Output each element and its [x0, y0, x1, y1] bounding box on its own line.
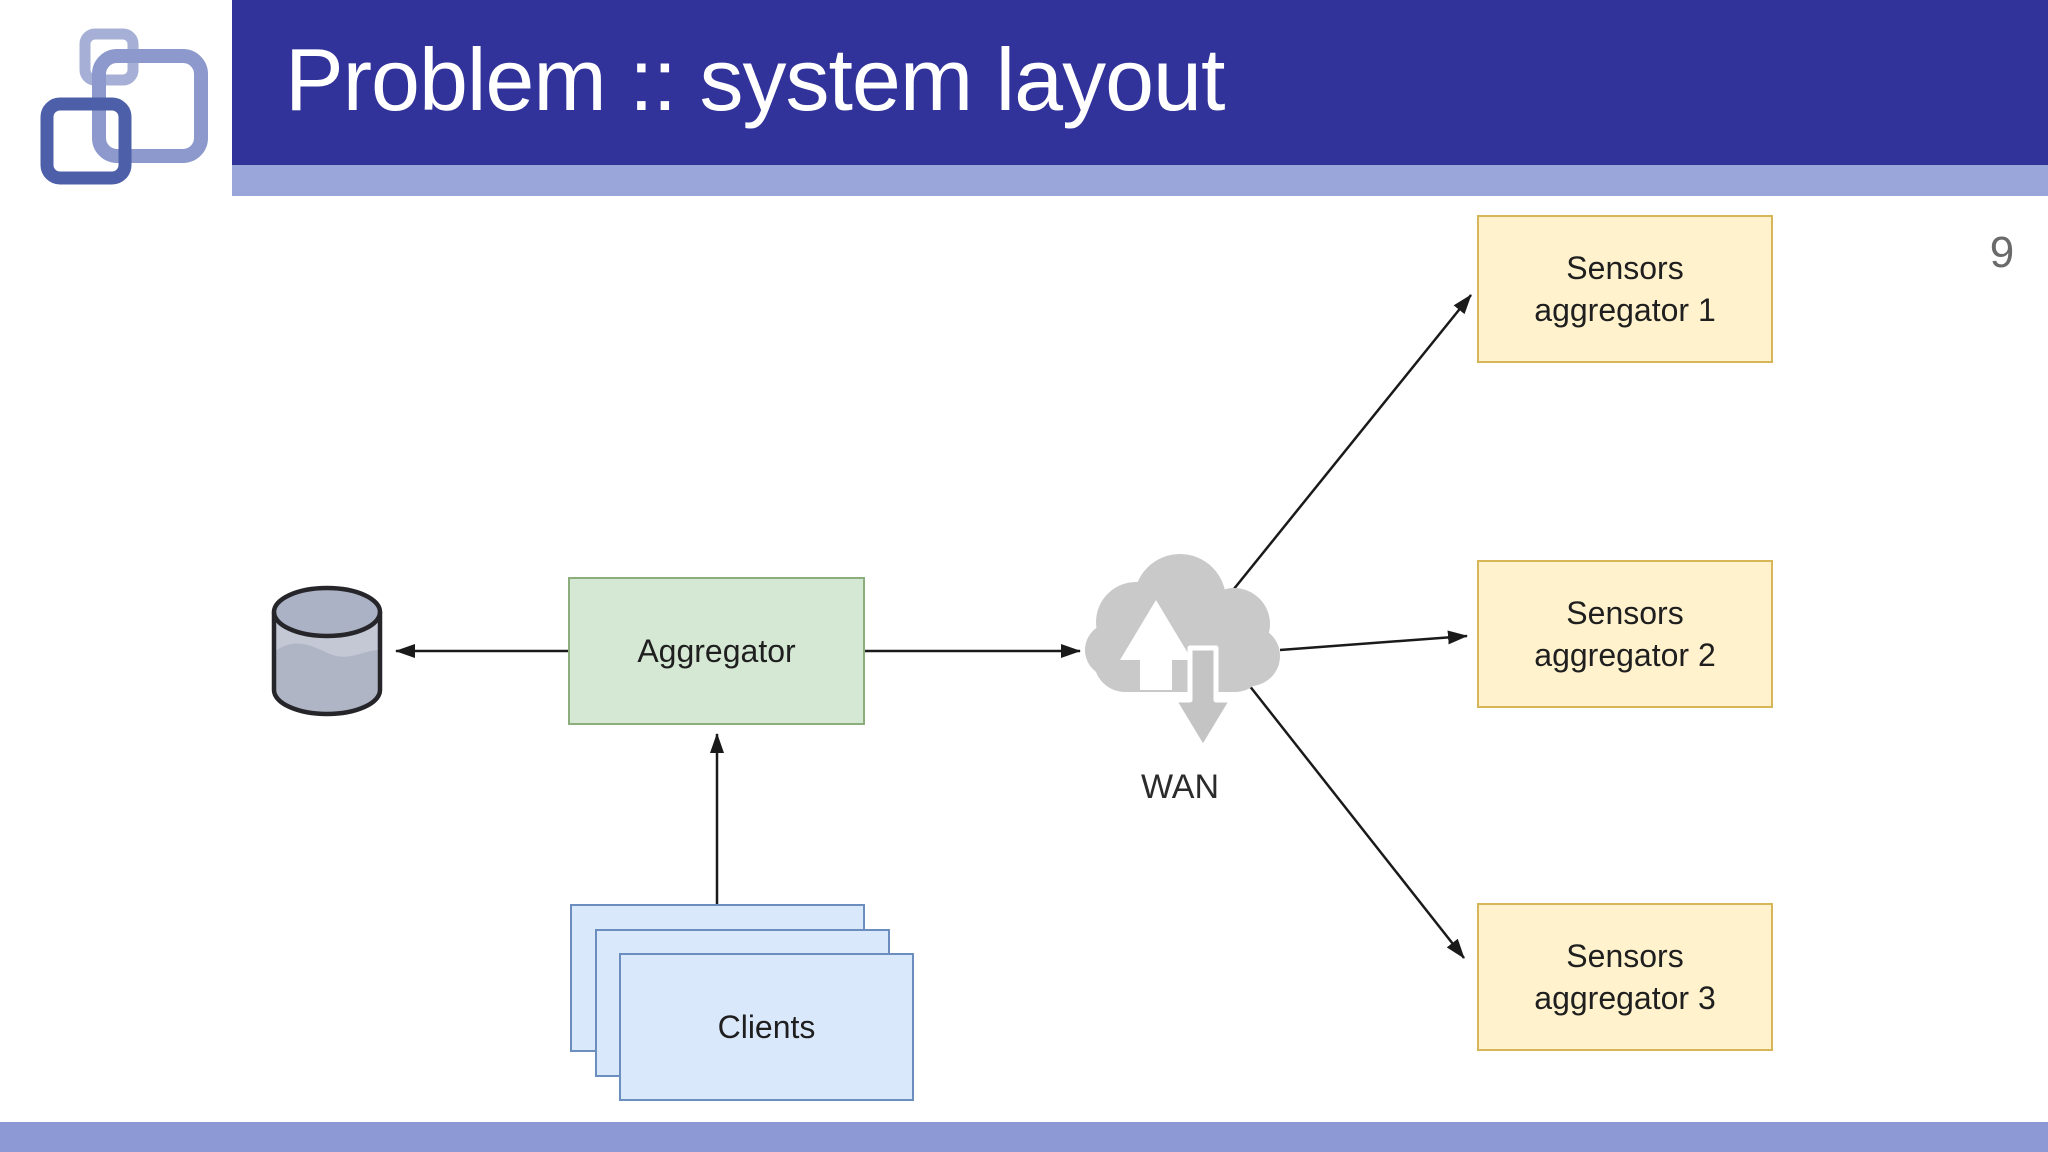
interlocking-squares-logo-icon [40, 28, 208, 185]
node-clients: Clients [619, 953, 914, 1101]
sensors-aggregator-2-label: Sensors aggregator 2 [1534, 595, 1716, 673]
logo [0, 0, 232, 196]
sensors-aggregator-3-label: Sensors aggregator 3 [1534, 938, 1716, 1016]
header-stripe [232, 165, 2048, 196]
database-cylinder-icon [271, 585, 383, 717]
aggregator-label: Aggregator [637, 633, 796, 669]
cloud-upload-arrow-icon [1120, 600, 1192, 690]
edge-wan-to-sensors2 [1279, 630, 1468, 652]
header-bar: Problem :: system layout [232, 0, 2048, 165]
node-aggregator: Aggregator [568, 577, 865, 725]
clients-label: Clients [717, 1008, 816, 1045]
edge-wan-to-sensors3 [1244, 679, 1465, 959]
node-sensors-aggregator-2: Sensors aggregator 2 [1477, 560, 1773, 708]
cloud-download-arrow-icon [1171, 645, 1235, 751]
page-number: 9 [1989, 228, 2015, 277]
wan-cloud-icon [1085, 554, 1280, 751]
sensors-aggregator-1-label: Sensors aggregator 1 [1534, 250, 1716, 328]
edge-wan-to-sensors1 [1224, 294, 1472, 601]
wan-label: WAN [1140, 768, 1220, 806]
node-sensors-aggregator-1: Sensors aggregator 1 [1477, 215, 1773, 363]
node-sensors-aggregator-3: Sensors aggregator 3 [1477, 903, 1773, 1051]
slide-title: Problem :: system layout [285, 29, 1225, 129]
diagram-edges [395, 294, 1472, 959]
footer-stripe [0, 1122, 2048, 1152]
